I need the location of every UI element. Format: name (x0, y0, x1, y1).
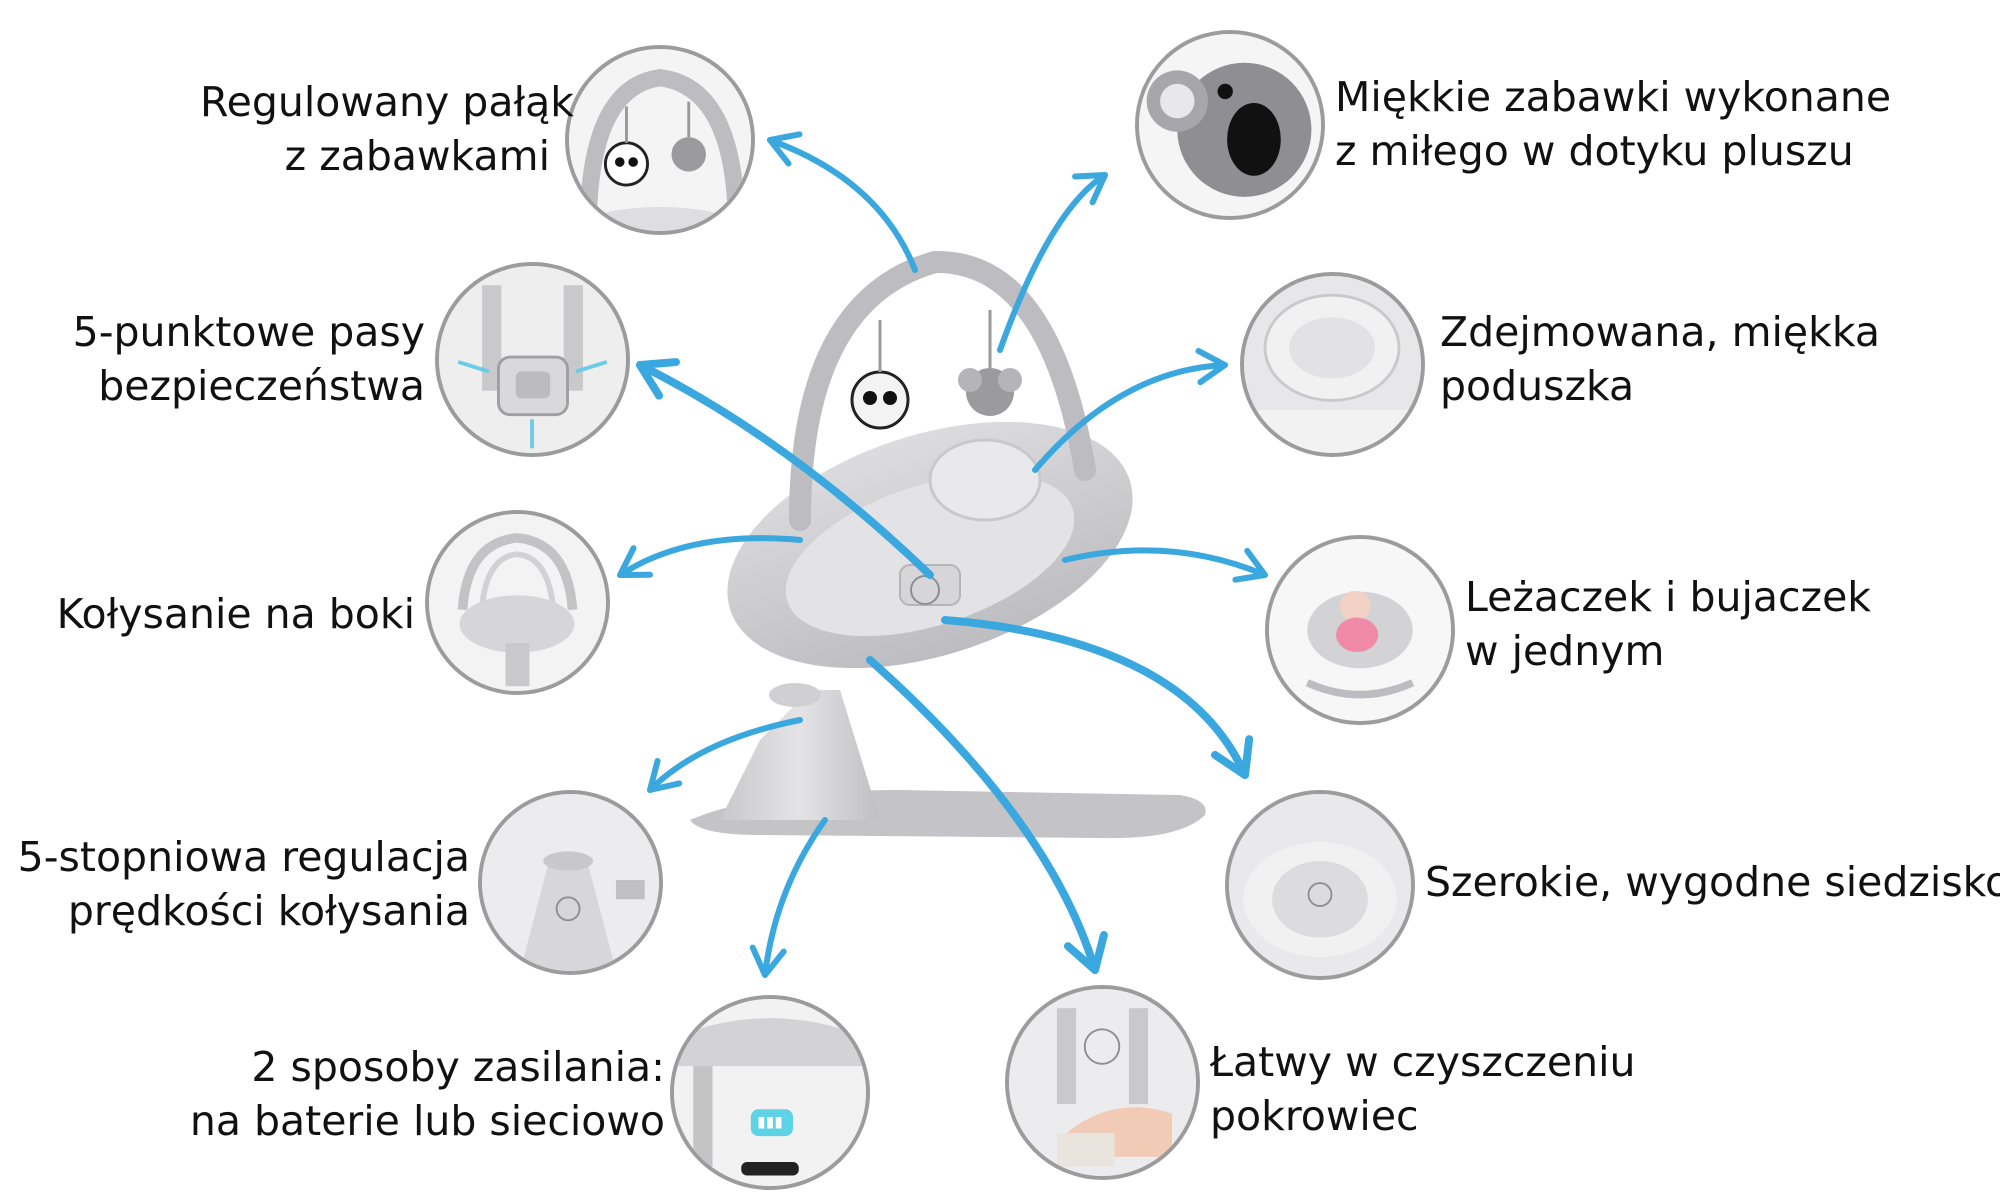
circle-two-in-one (1265, 535, 1455, 725)
arrowheads (617, 131, 1268, 978)
label-side-swing: Kołysanie na boki (20, 587, 415, 641)
pillow (928, 438, 1042, 522)
label-harness: 5-punktowe pasy bezpieczeństwa (60, 305, 425, 413)
label-line: bezpieczeństwa (98, 362, 425, 410)
circle-speed (478, 790, 663, 975)
arrowhead-icon (1195, 347, 1228, 386)
label-line: z zabawkami (284, 132, 550, 180)
harness-icon (439, 266, 626, 453)
arrowhead-icon (617, 545, 653, 578)
koala-ear-right (998, 368, 1022, 392)
arrow-power (762, 817, 828, 978)
label-line: Zdejmowana, miękka (1440, 308, 1881, 356)
label-line: Regulowany pałąk (200, 78, 574, 126)
harness-buckle (899, 564, 961, 606)
arrow-two-in-one (1062, 547, 1268, 578)
arch-toys-icon (569, 49, 751, 231)
seat-icon (1229, 794, 1411, 976)
stand (720, 690, 880, 820)
label-plush-toys: Miękkie zabawki wykonane z miłego w doty… (1335, 70, 1955, 178)
arrowhead-icon (1063, 931, 1108, 974)
arrow-arch-toys (767, 137, 918, 273)
label-pillow: Zdejmowana, miękka poduszka (1440, 305, 1940, 413)
label-line: 2 sposoby zasilania: (251, 1043, 665, 1091)
circle-cover (1005, 985, 1200, 1180)
label-line: w jednym (1465, 627, 1665, 675)
label-line: pokrowiec (1210, 1092, 1419, 1140)
label-line: Leżaczek i bujaczek (1465, 573, 1872, 621)
circle-plush-toys (1135, 30, 1325, 220)
arrowhead-icon (1232, 547, 1268, 583)
arrowhead-icon (749, 944, 787, 978)
arrowhead-icon (1072, 172, 1108, 206)
arrow-plush-toys (997, 172, 1108, 353)
panda-eye-left (863, 391, 877, 405)
label-arch-toys: Regulowany pałąk z zabawkami (200, 75, 574, 183)
arrow-side-swing (617, 535, 803, 578)
circle-pillow (1240, 272, 1425, 457)
arrowhead-icon (767, 131, 803, 167)
arrowhead-icon (647, 757, 683, 793)
battery-icon (674, 999, 866, 1186)
label-line: z miłego w dotyku pluszu (1335, 127, 1854, 175)
arrow-harness (636, 361, 934, 579)
label-seat: Szerokie, wygodne siedzisko (1425, 855, 2000, 909)
stand-joint (769, 683, 821, 707)
label-line: 5-punktowe pasy (72, 308, 425, 356)
arrow-pillow (1032, 362, 1228, 473)
arrowhead-icon (1211, 735, 1254, 779)
label-line: na baterie lub sieciowo (189, 1097, 665, 1145)
side-swing-icon (429, 514, 606, 691)
arrowhead-icon (636, 358, 680, 400)
panda-eye-right (883, 391, 897, 405)
circle-harness (435, 262, 630, 457)
circle-side-swing (425, 510, 610, 695)
cover-cleaning-icon (1009, 989, 1196, 1176)
toy-arch (789, 250, 1096, 531)
arrows (617, 137, 1268, 978)
label-line: Szerokie, wygodne siedzisko (1425, 858, 2000, 906)
label-line: Łatwy w czyszczeniu (1210, 1038, 1636, 1086)
koala-ear-left (958, 368, 982, 392)
arrow-speed (647, 717, 803, 793)
label-line: poduszka (1440, 362, 1635, 410)
label-line: Kołysanie na boki (56, 590, 415, 638)
label-line: 5-stopniowa regulacja (17, 833, 470, 881)
label-power: 2 sposoby zasilania: na baterie lub siec… (140, 1040, 665, 1148)
circle-arch-toys (565, 45, 755, 235)
label-line: prędkości kołysania (67, 887, 470, 935)
label-cover: Łatwy w czyszczeniu pokrowiec (1210, 1035, 1710, 1143)
arrow-seat (941, 616, 1249, 779)
label-speed: 5-stopniowa regulacja prędkości kołysani… (0, 830, 470, 938)
circle-power (670, 995, 870, 1190)
brand-logo-icon (910, 575, 940, 605)
rocker-icon (1269, 539, 1451, 721)
circle-seat (1225, 790, 1415, 980)
arrow-cover (866, 656, 1099, 974)
label-line: Miękkie zabawki wykonane (1335, 73, 1892, 121)
speed-control-icon (482, 794, 659, 971)
pillow-icon (1244, 276, 1421, 453)
label-two-in-one: Leżaczek i bujaczek w jednym (1465, 570, 1965, 678)
koala-plush-icon (1139, 34, 1321, 216)
panda-toy (850, 370, 910, 430)
